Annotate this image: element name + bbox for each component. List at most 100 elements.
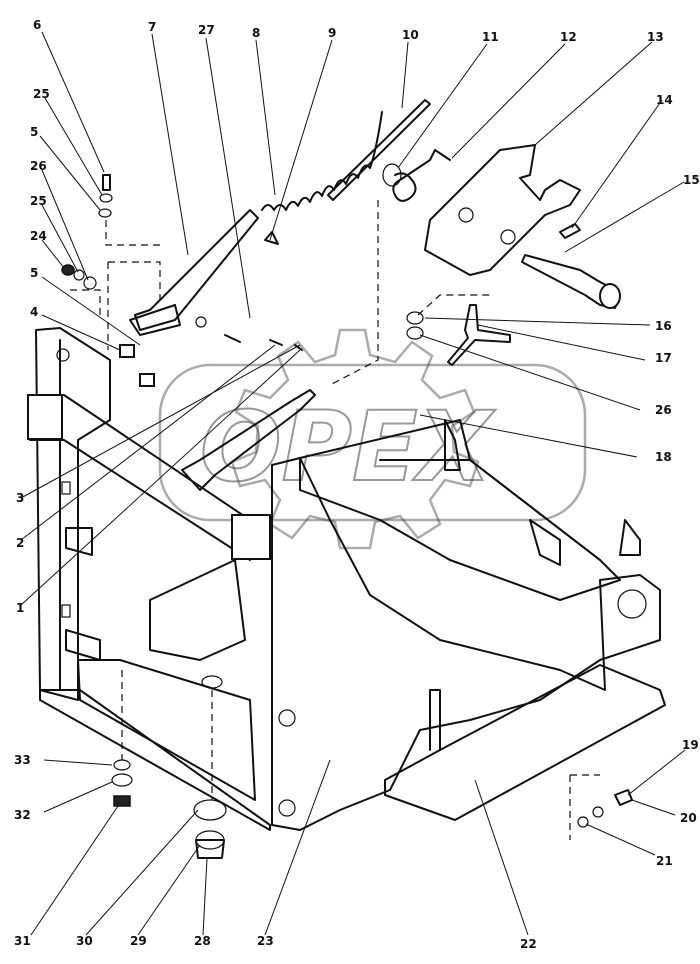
hardware-dash <box>105 220 160 246</box>
frame-slot-2 <box>61 604 71 618</box>
handle-assembly <box>406 304 511 366</box>
frame-hole-3 <box>56 348 70 362</box>
spring-11 <box>392 149 451 202</box>
callout-3: 3 <box>16 491 24 505</box>
callout-5: 5 <box>30 125 38 139</box>
frame-floor <box>77 659 256 801</box>
washer-11 <box>382 163 402 187</box>
callout-25b: 25 <box>30 194 47 208</box>
callout-18: 18 <box>655 450 672 464</box>
rear-lever <box>181 389 316 491</box>
callout-31: 31 <box>14 934 31 948</box>
washer-26 <box>83 276 97 290</box>
callout-13: 13 <box>647 30 664 44</box>
clip-4a <box>119 344 135 358</box>
callout-19: 19 <box>682 738 699 752</box>
washer-5-mid <box>195 316 207 328</box>
mount-cup <box>201 675 223 689</box>
bottom-tray-lip <box>429 689 441 751</box>
callout-9: 9 <box>328 26 336 40</box>
callout-15: 15 <box>683 173 700 187</box>
callout-27: 27 <box>198 23 215 37</box>
callout-33: 33 <box>14 753 31 767</box>
frame-hole-1 <box>278 709 296 727</box>
clip-4b <box>139 373 155 387</box>
hardware-bottom <box>111 670 633 859</box>
callout-1: 1 <box>16 601 24 615</box>
frame-rear-ledge <box>379 459 601 561</box>
spring-8 <box>261 111 383 211</box>
watermark-frame <box>158 363 587 522</box>
callout-30: 30 <box>76 934 93 948</box>
callout-29: 29 <box>130 934 147 948</box>
watermark: OPEX <box>158 328 587 550</box>
pin-3 <box>294 344 303 351</box>
lever-dash-box <box>107 261 161 350</box>
bottom-tray <box>384 664 666 821</box>
pin-2 <box>269 339 283 346</box>
callout-25: 25 <box>33 87 50 101</box>
lever-arm <box>134 209 259 331</box>
callout-4: 4 <box>30 305 38 319</box>
bolt-6 <box>102 174 111 191</box>
frame-rear-panel <box>299 419 621 601</box>
rear-fin-1 <box>444 419 461 471</box>
callout-7: 7 <box>148 20 156 34</box>
callout-26b: 26 <box>655 403 672 417</box>
callout-6: 6 <box>33 18 41 32</box>
seat-cushion <box>149 559 246 661</box>
latch-hole-2 <box>500 229 516 245</box>
frame-hole-4 <box>617 589 647 619</box>
lever-assembly <box>107 99 431 491</box>
bracket-low <box>65 629 101 661</box>
handle-17 <box>447 304 511 366</box>
callout-8: 8 <box>252 26 260 40</box>
callout-26: 26 <box>30 159 47 173</box>
nut-31 <box>113 795 131 807</box>
latch-plate-13 <box>424 144 581 276</box>
latch-dash <box>417 294 490 316</box>
callout-20: 20 <box>680 811 697 825</box>
lever-base <box>129 304 181 336</box>
callout-23: 23 <box>257 934 274 948</box>
washer-32 <box>111 773 133 787</box>
rear-fin-3 <box>529 519 561 566</box>
bracket-left <box>65 527 93 556</box>
rod-dash-line <box>329 200 379 386</box>
washer-5-top <box>99 193 113 203</box>
main-frame <box>27 327 666 831</box>
frame-slot-1 <box>61 481 71 495</box>
rear-fin-2 <box>619 519 641 556</box>
hardware-dash-right <box>569 774 600 840</box>
washer-25 <box>73 269 85 281</box>
leader-lines <box>20 31 686 936</box>
callout-11: 11 <box>482 30 499 44</box>
latch-hole-1 <box>458 207 474 223</box>
callout-5b: 5 <box>30 266 38 280</box>
frame-left-panel <box>35 327 111 701</box>
bolt-15-head <box>599 283 621 309</box>
callout-12: 12 <box>560 30 577 44</box>
washer-16a <box>406 311 424 325</box>
frame-hole-2 <box>278 799 296 817</box>
washer-19 <box>592 806 604 818</box>
nut-21 <box>577 816 589 828</box>
washer-33 <box>113 759 131 771</box>
callout-16: 16 <box>655 319 672 333</box>
pin-14 <box>559 223 581 239</box>
pin-9 <box>264 231 279 245</box>
grommet-30 <box>193 799 227 821</box>
washer-16b <box>406 326 424 340</box>
screw-mid <box>224 334 241 343</box>
nut-24 <box>61 264 75 276</box>
beam-end-left <box>27 394 63 440</box>
callout-28: 28 <box>194 934 211 948</box>
bushing-28 <box>195 839 225 859</box>
latch-assembly <box>382 144 621 316</box>
callout-14: 14 <box>656 93 673 107</box>
callout-21: 21 <box>656 854 673 868</box>
callout-17: 17 <box>655 351 672 365</box>
callout-10: 10 <box>402 28 419 42</box>
callouts: 6 25 5 26 25 24 5 4 7 27 8 9 10 11 12 13… <box>14 18 700 951</box>
